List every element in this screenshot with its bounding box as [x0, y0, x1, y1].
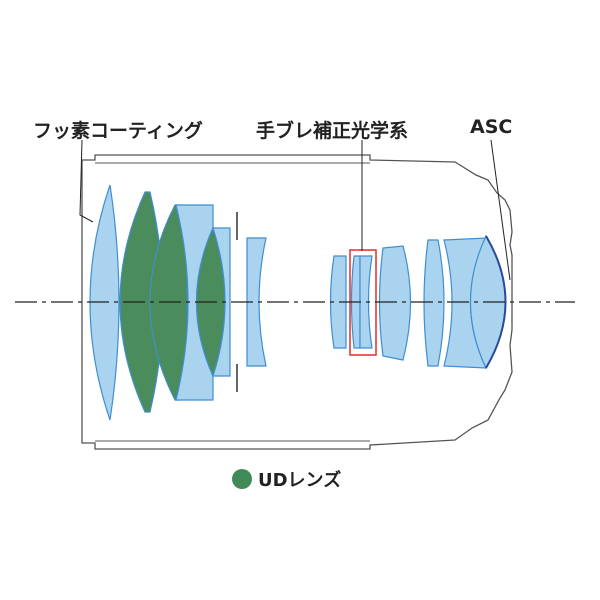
lens-element-5: [329, 255, 347, 349]
lens-barrel-outline: [81, 154, 513, 450]
ud-lens-legend-swatch: [232, 469, 252, 489]
lens-element-6: [378, 245, 412, 361]
image-stabilizer-label: 手ブレ補正光学系: [256, 120, 409, 142]
asc-coating-surface: [485, 235, 507, 369]
lens-element-3: [212, 227, 231, 377]
ud-lens-legend-label: UDレンズ: [258, 470, 342, 491]
fluorine-coating-label: フッ素コーティング: [33, 120, 203, 142]
asc-label: ASC: [470, 116, 513, 138]
lens-element-7: [423, 239, 445, 367]
legend: UDレンズ: [232, 466, 341, 492]
lens-element-4: [246, 237, 267, 367]
fluorine-coating-leader: [79, 139, 94, 223]
asc-leader: [490, 139, 511, 281]
